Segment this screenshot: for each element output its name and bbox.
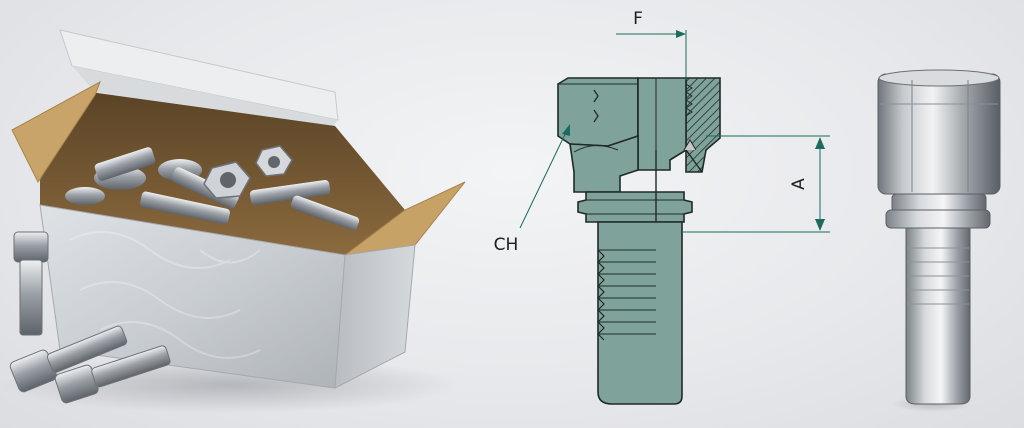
hose-tail [597, 221, 683, 405]
shoulder-rings [577, 191, 693, 223]
leader-ch: CH [494, 124, 570, 255]
loose-fitting-2 [9, 325, 128, 393]
box-of-fittings-photo [0, 0, 480, 428]
loose-fitting-1 [13, 231, 49, 336]
drawing-svg: F A CH [494, 9, 830, 405]
dimension-a: A [682, 135, 830, 233]
box-print-pattern [69, 231, 261, 359]
dimension-label-a: A [789, 178, 809, 190]
box-side [334, 244, 416, 389]
collar [569, 134, 639, 193]
fitting-tail [905, 227, 971, 405]
fitting-nut [877, 69, 1001, 195]
box-photo-svg [0, 29, 466, 413]
dimension-f: F [616, 9, 687, 80]
box-lid-shade [72, 66, 338, 128]
fitting-photo-svg [877, 69, 1001, 412]
fittings-heap [65, 145, 360, 231]
dimension-label-ch: CH [494, 235, 519, 255]
dimension-label-f: F [633, 9, 643, 29]
loose-fitting-3 [54, 345, 171, 404]
technical-drawing: F A CH [470, 0, 850, 428]
fitting-collar [885, 193, 991, 229]
box-left-flap [11, 80, 101, 184]
single-fitting-photo [850, 0, 1024, 428]
